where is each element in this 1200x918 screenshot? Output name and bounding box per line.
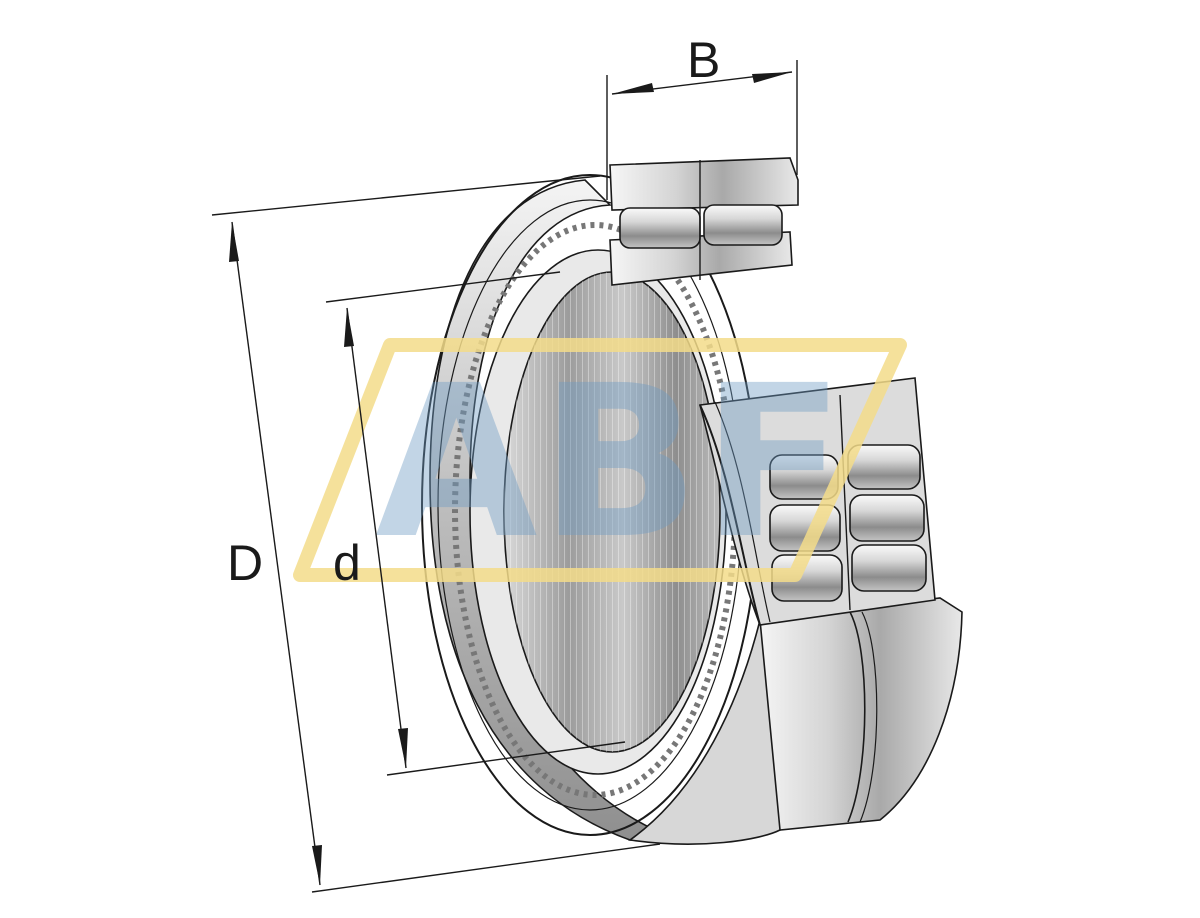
bore-diameter-label: d <box>333 535 361 591</box>
width-label: B <box>687 32 720 88</box>
bore-extension-top <box>325 271 561 303</box>
outer-diameter-extension-bottom <box>311 843 661 893</box>
abf-watermark: ABF <box>293 338 907 585</box>
bore-arrow-bottom <box>398 728 408 768</box>
roller-section <box>698 377 936 626</box>
roller-row3-col2 <box>851 544 927 592</box>
outer-diameter-extension-top <box>211 175 601 216</box>
width-arrow-left <box>612 83 654 94</box>
roller-row2-col2 <box>849 494 925 542</box>
bore-arrow-top <box>344 308 354 347</box>
outer-diameter-arrow-top <box>229 222 239 262</box>
roller-top-left <box>619 207 701 249</box>
outer-diameter-arrow-bottom <box>312 845 322 885</box>
top-section <box>609 157 799 286</box>
outer-diameter-dimension-line <box>231 221 321 886</box>
outer-ring-exterior <box>756 597 963 831</box>
roller-top-right <box>703 204 783 246</box>
watermark-text: ABF <box>375 340 847 585</box>
bore-dimension-line <box>346 307 407 769</box>
bore-extension-bottom <box>386 741 626 776</box>
bearing-illustration <box>421 157 963 845</box>
dimension-lines <box>211 60 798 893</box>
watermark-frame <box>293 338 907 582</box>
outer-diameter-label: D <box>227 535 263 591</box>
width-arrow-right <box>752 72 792 83</box>
